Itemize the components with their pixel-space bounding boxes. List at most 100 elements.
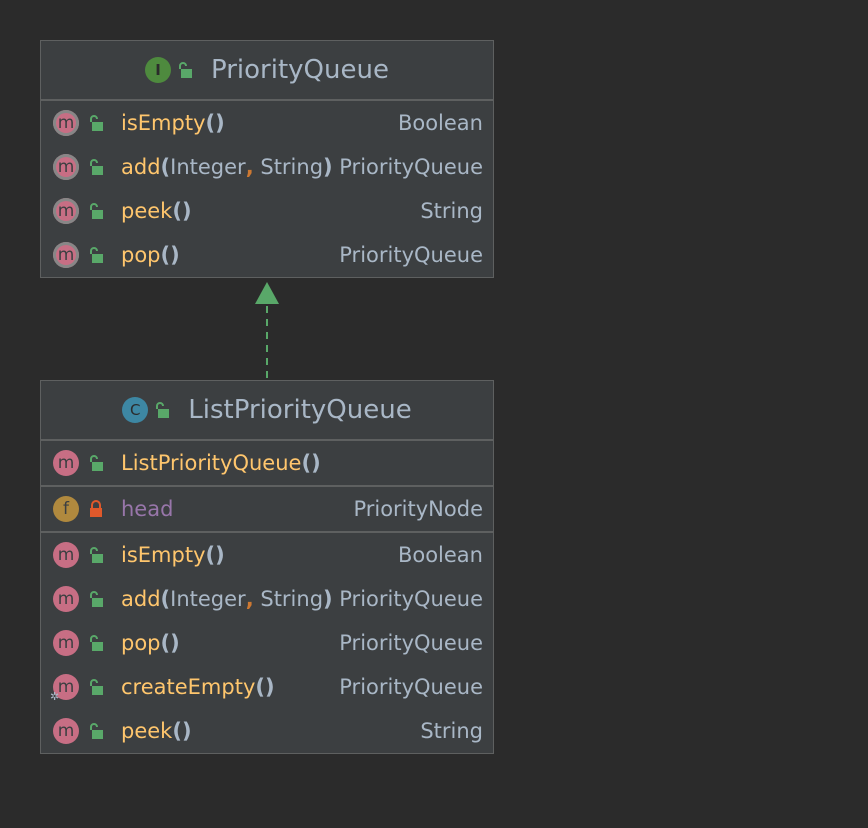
method-name: isEmpty — [121, 543, 206, 567]
method-icon: m — [53, 586, 79, 612]
method-signature: isEmpty() — [121, 543, 225, 567]
method-name: add — [121, 587, 161, 611]
param-comma: , — [245, 155, 254, 179]
open-paren: ( — [205, 543, 216, 567]
method-icon: m — [53, 542, 79, 568]
method-signature: createEmpty() — [121, 675, 275, 699]
close-paren: ) — [181, 199, 192, 223]
param-type: String — [260, 587, 324, 611]
open-paren: ( — [160, 155, 171, 179]
member-return-type: PriorityQueue — [339, 631, 483, 655]
param-type: Integer — [170, 155, 246, 179]
method-row[interactable]: m ListPriorityQueue() — [41, 441, 493, 485]
open-paren: ( — [172, 199, 182, 223]
member-kind-letter: f — [63, 499, 69, 519]
close-paren: ) — [170, 631, 180, 655]
method-signature: peek() — [121, 199, 192, 223]
open-paren: ( — [160, 631, 171, 655]
open-paren: ( — [255, 675, 265, 699]
close-paren: ) — [215, 543, 225, 567]
method-signature: ListPriorityQueue() — [121, 451, 321, 475]
member-return-type: PriorityQueue — [339, 243, 483, 267]
close-paren: ) — [215, 111, 225, 135]
member-kind-letter: m — [57, 453, 75, 473]
interface-header: I PriorityQueue — [41, 41, 493, 101]
method-name: pop — [121, 631, 161, 655]
close-paren: ) — [170, 243, 180, 267]
member-return-type: Boolean — [397, 111, 483, 135]
member-kind-letter: m — [57, 201, 75, 221]
interface-icon: I — [145, 57, 172, 83]
public-lock-icon — [90, 679, 103, 695]
member-kind-letter: m — [57, 113, 75, 133]
class-constructors: m ListPriorityQueue() — [41, 441, 493, 487]
close-paren: ) — [323, 155, 333, 179]
method-icon: m — [53, 450, 79, 476]
method-icon: m — [53, 630, 79, 656]
param-type: String — [260, 155, 324, 179]
member-return-type: PriorityNode — [353, 497, 483, 521]
method-name: createEmpty — [121, 675, 256, 699]
method-icon: m — [53, 198, 79, 224]
member-kind-letter: m — [57, 545, 75, 565]
member-return-type: String — [420, 719, 483, 743]
method-signature: peek() — [121, 719, 192, 743]
public-lock-icon — [156, 402, 170, 418]
method-row[interactable]: m add(Integer, String)PriorityQueue — [41, 145, 493, 189]
method-name: isEmpty — [121, 111, 206, 135]
member-return-type: PriorityQueue — [339, 155, 483, 179]
method-icon: m✲ — [50, 674, 79, 703]
public-lock-icon — [90, 723, 103, 739]
method-name: ListPriorityQueue — [121, 451, 302, 475]
public-lock-icon — [90, 159, 103, 175]
interface-title: PriorityQueue — [211, 55, 389, 85]
field-icon: f — [53, 496, 79, 522]
interface-kind-letter: I — [155, 61, 161, 79]
open-paren: ( — [205, 111, 216, 135]
member-kind-letter: m — [57, 157, 75, 177]
class-icon: C — [122, 397, 149, 423]
method-signature: pop() — [121, 631, 180, 655]
close-paren: ) — [311, 451, 321, 475]
method-row[interactable]: m peek() String — [41, 189, 493, 233]
method-row[interactable]: m pop() PriorityQueue — [41, 621, 493, 665]
member-return-type: PriorityQueue — [339, 675, 483, 699]
close-paren: ) — [265, 675, 275, 699]
method-icon: m — [53, 110, 79, 136]
method-signature: add(Integer, String) — [121, 155, 333, 179]
method-name: peek — [121, 199, 173, 223]
param-type: Integer — [170, 587, 246, 611]
private-lock-icon — [90, 500, 102, 517]
method-name: pop — [121, 243, 161, 267]
open-paren: ( — [172, 719, 182, 743]
method-signature: pop() — [121, 243, 180, 267]
method-name: add — [121, 155, 161, 179]
method-icon: m — [53, 242, 79, 268]
public-lock-icon — [90, 591, 103, 607]
method-row[interactable]: m pop() PriorityQueue — [41, 233, 493, 277]
member-kind-letter: m — [57, 245, 75, 265]
class-title: ListPriorityQueue — [188, 395, 412, 425]
method-icon: m — [53, 718, 79, 744]
method-row[interactable]: m isEmpty() Boolean — [41, 101, 493, 145]
member-kind-letter: m — [57, 589, 75, 609]
method-row[interactable]: m✲ createEmpty() PriorityQueue — [41, 665, 493, 709]
public-lock-icon — [90, 635, 103, 651]
method-signature: isEmpty() — [121, 111, 225, 135]
public-lock-icon — [90, 203, 103, 219]
public-lock-icon — [90, 247, 103, 263]
method-row[interactable]: m peek() String — [41, 709, 493, 753]
method-name: peek — [121, 719, 173, 743]
member-kind-letter: m — [57, 633, 75, 653]
member-return-type: String — [420, 199, 483, 223]
static-marker-icon: ✲ — [50, 690, 60, 703]
implements-arrow-head — [255, 282, 279, 304]
public-lock-icon — [90, 455, 103, 471]
